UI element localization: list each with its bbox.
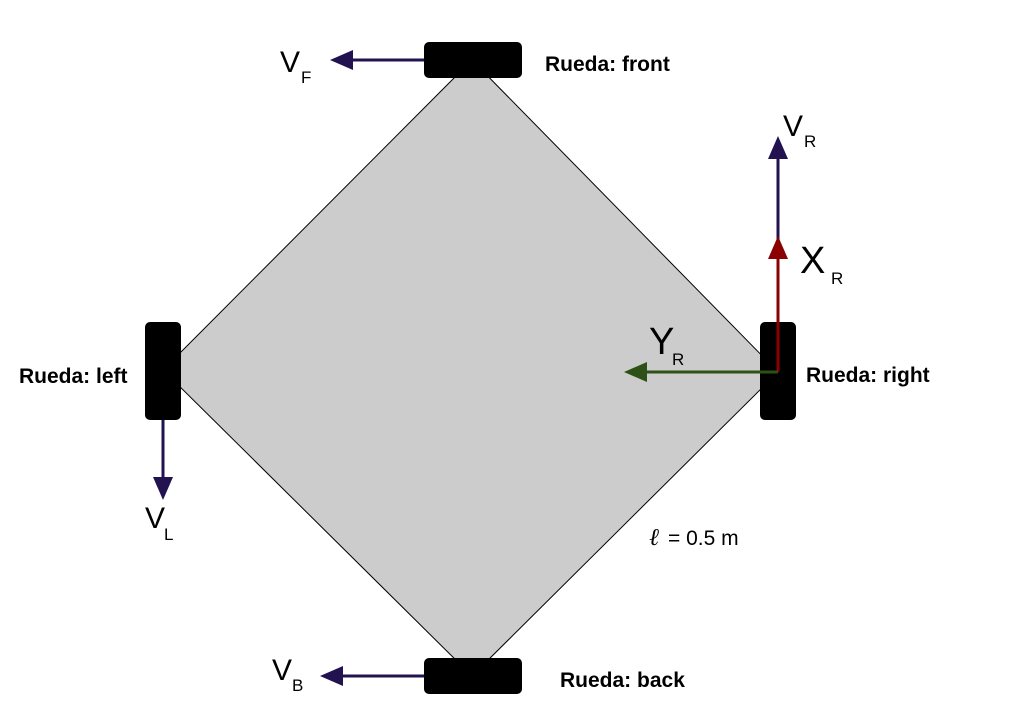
x-axis-subscript: R — [831, 269, 843, 288]
right-velocity-symbol: V — [783, 110, 803, 143]
front-velocity-symbol: V — [280, 46, 300, 79]
dimension-value: = 0.5 m — [668, 527, 739, 550]
front-wheel-label: Rueda: front — [545, 53, 670, 76]
front-velocity-arrow — [330, 50, 424, 70]
back-wheel-label: Rueda: back — [560, 669, 685, 692]
left-velocity-subscript: L — [164, 525, 173, 544]
y-axis-arrow — [624, 362, 778, 382]
x-axis-symbol: X — [800, 240, 825, 282]
left-wheel-label: Rueda: left — [19, 365, 128, 388]
right-velocity-subscript: R — [804, 132, 816, 151]
x-axis-arrow — [768, 236, 788, 372]
left-wheel — [145, 322, 181, 420]
left-velocity-symbol: V — [145, 502, 165, 535]
back-velocity-subscript: B — [292, 676, 303, 695]
dimension-symbol: ℓ — [649, 523, 659, 551]
front-velocity-subscript: F — [301, 68, 311, 87]
robot-body — [162, 59, 779, 677]
back-wheel — [424, 658, 522, 694]
y-axis-symbol: Y — [649, 321, 674, 363]
y-axis-subscript: R — [672, 350, 684, 369]
left-velocity-arrow — [153, 420, 173, 500]
back-velocity-symbol: V — [272, 654, 292, 687]
right-wheel-label: Rueda: right — [806, 364, 930, 387]
front-wheel — [424, 42, 522, 78]
back-velocity-arrow — [320, 666, 424, 686]
right-velocity-arrow — [768, 136, 788, 240]
